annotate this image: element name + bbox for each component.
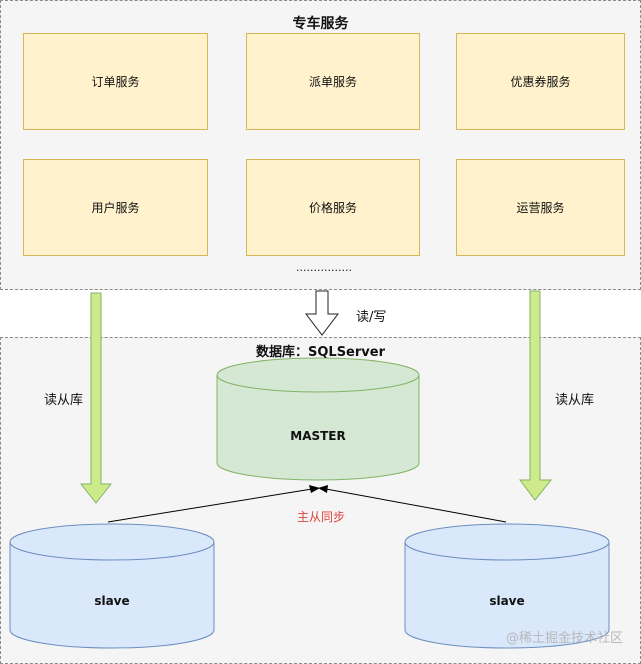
master-db-cylinder <box>216 357 420 481</box>
service-box-price: 价格服务 <box>246 159 420 256</box>
slave-db-label-left: slave <box>94 594 130 608</box>
read-arrow-left <box>79 292 113 504</box>
service-box-coupon: 优惠券服务 <box>456 33 625 130</box>
service-box-user: 用户服务 <box>23 159 208 256</box>
read-slave-label-right: 读从库 <box>555 393 595 408</box>
read-write-arrow <box>304 290 340 336</box>
slave-db-cylinder-left <box>9 523 215 649</box>
sync-arrowhead-left <box>309 485 320 493</box>
service-group-title: 专车服务 <box>292 16 349 32</box>
read-arrow-right <box>519 290 553 501</box>
service-box-dispatch: 派单服务 <box>246 33 420 130</box>
sync-line-right <box>325 488 507 523</box>
read-slave-label-left: 读从库 <box>44 393 84 408</box>
service-box-operation: 运营服务 <box>456 159 625 256</box>
database-title: 数据库：SQLServer <box>256 345 385 360</box>
more-services-ellipsis: ................ <box>296 261 352 274</box>
sync-arrowhead-right <box>318 485 328 493</box>
watermark: @稀土掘金技术社区 <box>505 631 623 646</box>
master-db-label: MASTER <box>290 429 346 443</box>
read-write-label: 读/写 <box>356 310 387 325</box>
slave-db-cylinder-right <box>404 523 610 649</box>
sync-line-left <box>107 488 313 523</box>
service-box-order: 订单服务 <box>23 33 208 130</box>
slave-db-label-right: slave <box>489 594 525 608</box>
master-slave-sync-label: 主从同步 <box>296 510 345 524</box>
